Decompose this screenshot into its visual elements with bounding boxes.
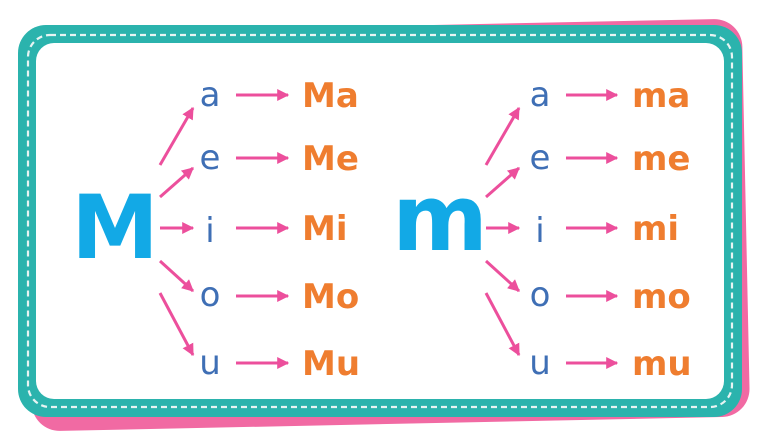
branch-arrow-u — [484, 292, 521, 357]
syllable-ma: ma — [632, 76, 690, 116]
branch-arrow-a — [158, 106, 195, 166]
syllable-ma: Ma — [302, 76, 359, 116]
vowel-i: i — [205, 211, 214, 251]
syllable-mo: Mo — [302, 277, 359, 317]
group-lowercase-m: m a e i o u ma me mi mo mu — [392, 75, 692, 384]
syllable-me: me — [632, 139, 691, 179]
big-letter: m — [392, 165, 488, 272]
card-panel — [36, 43, 724, 399]
syllable-mo: mo — [632, 277, 691, 317]
vowel-o: o — [200, 275, 221, 315]
vowel-a: a — [200, 75, 221, 115]
card-stitch — [26, 33, 734, 409]
vowel-o: o — [530, 275, 551, 315]
syllable-mi: mi — [632, 209, 679, 249]
branch-arrow-a — [484, 106, 521, 166]
vowel-i: i — [535, 211, 544, 251]
vowel-u: u — [529, 343, 551, 383]
branch-arrow-e — [159, 166, 194, 199]
branch-arrow-o — [484, 259, 521, 293]
vowel-a: a — [530, 75, 551, 115]
branch-arrow-o — [158, 259, 195, 293]
big-letter: M — [71, 176, 159, 279]
branch-arrow-e — [485, 166, 520, 199]
vowel-u: u — [199, 343, 221, 383]
branch-arrow-u — [158, 292, 195, 357]
syllable-me: Me — [302, 139, 359, 179]
syllable-mi: Mi — [302, 209, 348, 249]
group-uppercase-m: M a e i o u Ma Me Mi Mo Mu — [71, 75, 360, 384]
vowel-e: e — [200, 138, 221, 178]
syllable-mu: Mu — [302, 344, 360, 384]
syllable-mu: mu — [632, 344, 692, 384]
vowel-e: e — [530, 138, 551, 178]
